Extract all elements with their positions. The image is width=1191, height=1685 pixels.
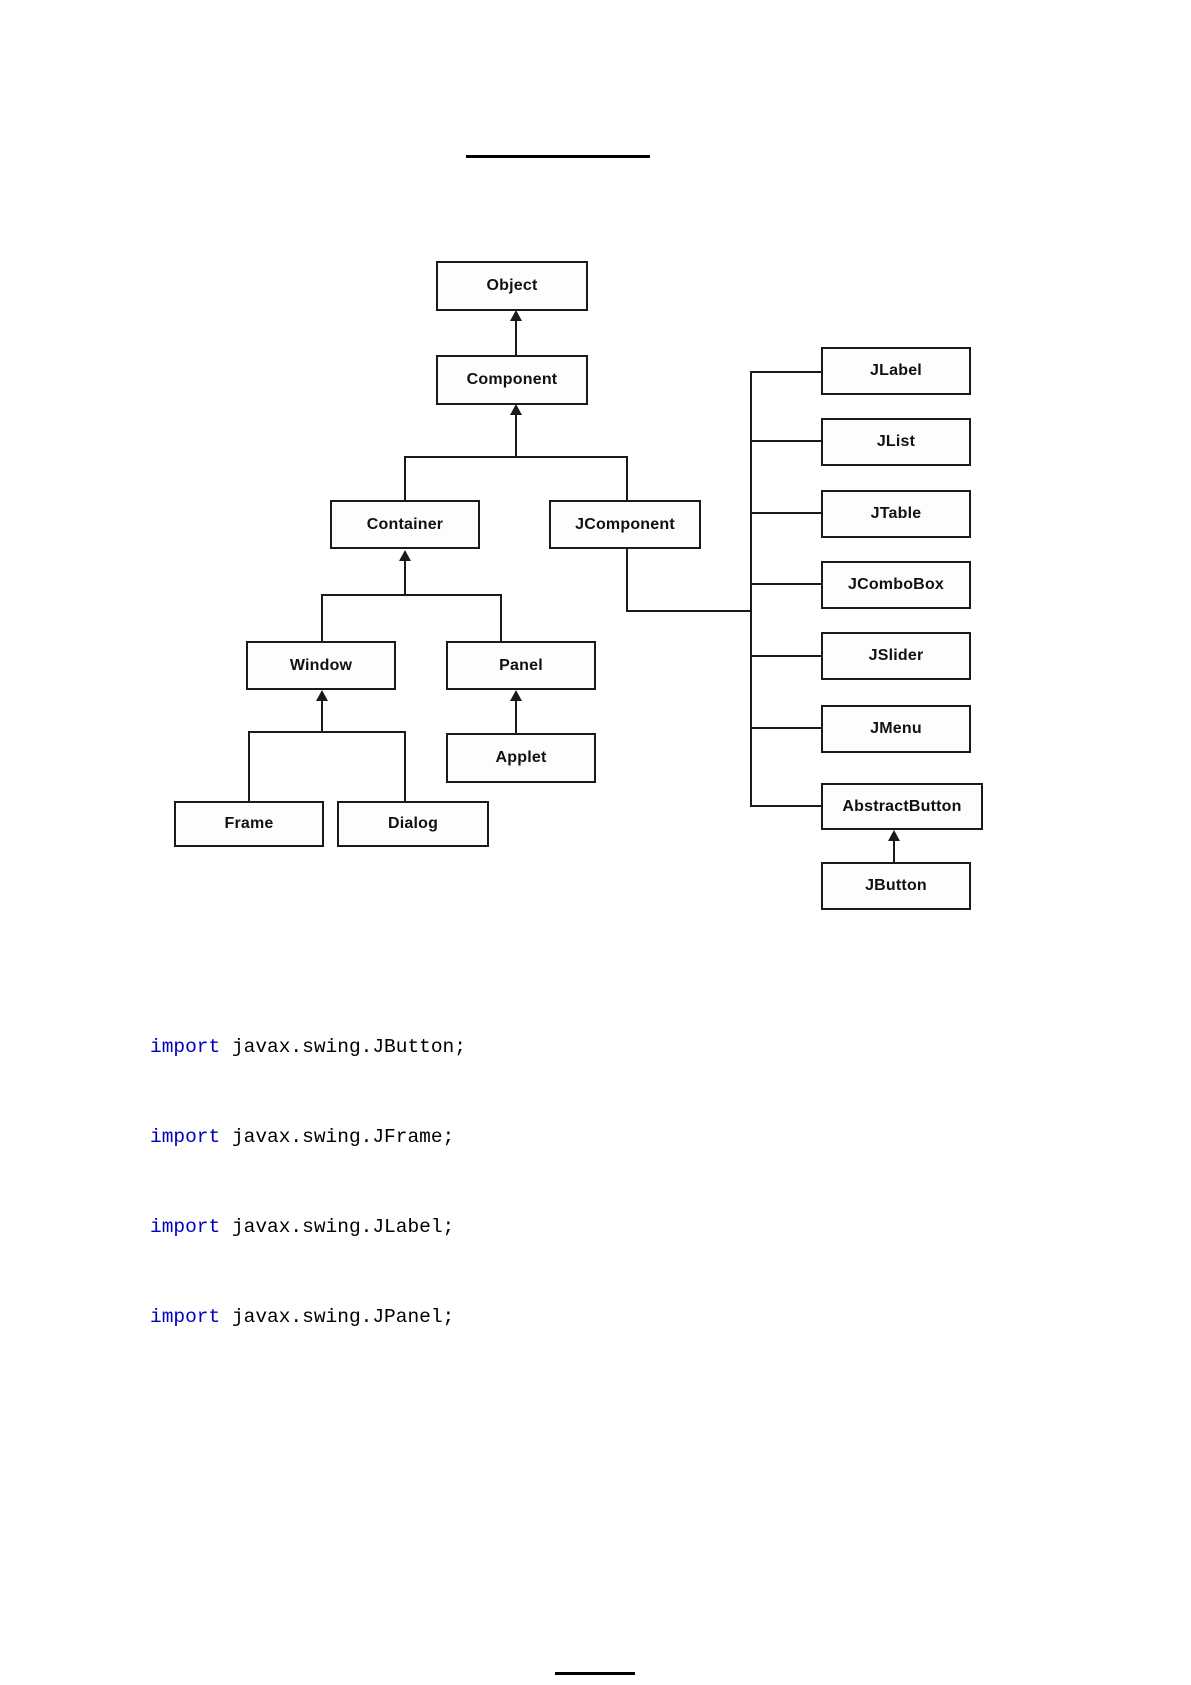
node-jbutton[interactable]: JButton	[821, 862, 971, 910]
code-text-1: javax.swing.JButton;	[220, 1036, 466, 1058]
node-frame-label: Frame	[224, 815, 274, 832]
code-keyword-import-4: import	[150, 1306, 221, 1328]
footer-rule	[555, 1672, 635, 1675]
node-abstractbutton[interactable]: AbstractButton	[821, 783, 983, 830]
connector-bus-component-children	[404, 456, 628, 458]
code-line-4: import javax.swing.JPanel;	[150, 1302, 466, 1332]
node-jcomponent-label: JComponent	[575, 515, 675, 533]
connector-spine-to-jslider	[750, 655, 822, 657]
connector-stem-below-component	[515, 414, 517, 457]
node-dialog[interactable]: Dialog	[337, 801, 489, 847]
node-frame[interactable]: Frame	[174, 801, 324, 847]
node-dialog-label: Dialog	[387, 815, 439, 832]
node-abstractbutton-label: AbstractButton	[842, 797, 962, 815]
node-window[interactable]: Window	[246, 641, 396, 690]
code-keyword-import-2: import	[150, 1126, 221, 1148]
java-import-code-block: import javax.swing.JButton; import javax…	[150, 972, 466, 1392]
connector-spine-to-abstractbutton	[750, 805, 822, 807]
connector-jcomponent-to-spine	[626, 610, 752, 612]
node-jmenu-label: JMenu	[870, 720, 922, 737]
arrowhead-jbutton-to-abstractbutton	[888, 830, 900, 841]
code-text-4: javax.swing.JPanel;	[220, 1306, 455, 1328]
connector-bus-to-panel	[500, 594, 502, 642]
connector-bus-container-children	[321, 594, 501, 596]
connector-stem-below-container	[404, 560, 406, 596]
node-jslider-label: JSlider	[868, 647, 924, 664]
node-jlabel[interactable]: JLabel	[821, 347, 971, 395]
connector-spine-to-jcombobox	[750, 583, 822, 585]
code-keyword-import-3: import	[150, 1216, 221, 1238]
node-jlabel-label: JLabel	[870, 362, 922, 379]
connector-spine-to-jmenu	[750, 727, 822, 729]
code-text-3: javax.swing.JLabel;	[220, 1216, 455, 1238]
node-jtable-label: JTable	[870, 505, 922, 522]
connector-bus-to-window	[321, 594, 323, 642]
node-container[interactable]: Container	[330, 500, 480, 549]
connector-spine-to-jtable	[750, 512, 822, 514]
arrowhead-component-to-object	[510, 310, 522, 321]
connector-applet-to-panel	[515, 700, 517, 733]
code-keyword-import-1: import	[150, 1036, 221, 1058]
node-jmenu[interactable]: JMenu	[821, 705, 971, 753]
node-jcombobox[interactable]: JComboBox	[821, 561, 971, 609]
arrowhead-window-branch-to-container	[399, 550, 411, 561]
node-jtable[interactable]: JTable	[821, 490, 971, 538]
header-rule	[466, 155, 650, 158]
node-component[interactable]: Component	[436, 355, 588, 405]
connector-right-spine	[750, 371, 752, 806]
node-jcombobox-label: JComboBox	[847, 576, 945, 593]
node-jslider[interactable]: JSlider	[821, 632, 971, 680]
connector-spine-to-jlist	[750, 440, 822, 442]
connector-bus-to-container	[404, 456, 406, 501]
class-hierarchy-diagram: Object Component Container JComponent Wi…	[174, 261, 983, 910]
node-applet-label: Applet	[495, 749, 547, 766]
connector-stem-below-jcomponent	[626, 548, 628, 612]
connector-component-to-object	[515, 320, 517, 356]
code-line-3: import javax.swing.JLabel;	[150, 1212, 466, 1242]
node-component-label: Component	[466, 371, 558, 388]
code-line-2: import javax.swing.JFrame;	[150, 1122, 466, 1152]
node-panel-label: Panel	[499, 656, 543, 674]
connector-jbutton-to-abstractbutton	[893, 840, 895, 863]
code-text-2: javax.swing.JFrame;	[220, 1126, 455, 1148]
node-applet[interactable]: Applet	[446, 733, 596, 783]
arrowhead-frame-branch-to-window	[316, 690, 328, 701]
connector-spine-to-jlabel	[750, 371, 822, 373]
node-window-label: Window	[289, 656, 353, 674]
code-line-1: import javax.swing.JButton;	[150, 1032, 466, 1062]
connector-bus-window-children	[248, 731, 406, 733]
connector-stem-below-window	[321, 700, 323, 733]
node-container-label: Container	[366, 515, 444, 533]
node-object[interactable]: Object	[436, 261, 588, 311]
connector-bus-to-dialog	[404, 731, 406, 801]
node-object-label: Object	[486, 277, 538, 294]
arrowhead-container-branch-to-component	[510, 404, 522, 415]
node-jcomponent[interactable]: JComponent	[549, 500, 701, 549]
node-panel[interactable]: Panel	[446, 641, 596, 690]
node-jlist[interactable]: JList	[821, 418, 971, 466]
arrowhead-applet-to-panel	[510, 690, 522, 701]
node-jlist-label: JList	[876, 433, 916, 450]
node-jbutton-label: JButton	[865, 877, 927, 894]
connector-bus-to-frame	[248, 731, 250, 801]
connector-bus-to-jcomponent	[626, 456, 628, 501]
